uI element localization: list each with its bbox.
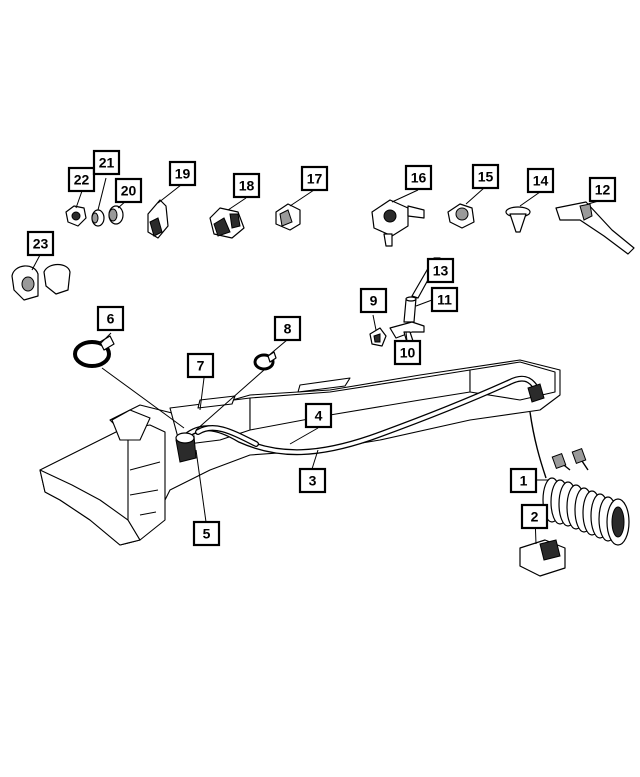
clamp-15 bbox=[447, 203, 475, 229]
valve-16 bbox=[371, 199, 425, 247]
callout-10-text: 10 bbox=[400, 345, 416, 361]
callout-4-text: 4 bbox=[315, 408, 323, 424]
callout-17: 17 bbox=[300, 165, 329, 192]
callout-15: 15 bbox=[471, 163, 500, 190]
callout-18-text: 18 bbox=[239, 178, 255, 194]
vehicle-frame bbox=[39, 359, 561, 546]
clip-18 bbox=[209, 207, 245, 239]
sleeve-11 bbox=[403, 296, 417, 323]
callout-21-text: 21 bbox=[99, 155, 115, 171]
callout-11: 11 bbox=[430, 286, 459, 313]
callout-16: 16 bbox=[404, 164, 433, 191]
callout-23-text: 23 bbox=[33, 236, 49, 252]
callout-15-text: 15 bbox=[478, 169, 494, 185]
callout-13-text: 13 bbox=[433, 263, 449, 279]
callout-7: 7 bbox=[186, 352, 215, 379]
callout-20-text: 20 bbox=[121, 183, 137, 199]
callout-20: 20 bbox=[114, 177, 143, 204]
callout-12: 12 bbox=[588, 176, 617, 203]
callout-3-text: 3 bbox=[309, 473, 317, 489]
nut-22 bbox=[65, 205, 87, 227]
callout-8-text: 8 bbox=[284, 321, 292, 337]
callout-18: 18 bbox=[232, 172, 261, 199]
leader-lines bbox=[31, 177, 603, 545]
clip-23 bbox=[11, 263, 71, 301]
callout-8: 8 bbox=[273, 315, 302, 342]
clip-17 bbox=[275, 203, 301, 231]
coil-spring bbox=[542, 477, 630, 546]
callout-1: 1 bbox=[509, 467, 538, 494]
callout-9-text: 9 bbox=[370, 293, 378, 309]
callout-6: 6 bbox=[96, 305, 125, 332]
grommet-21 bbox=[91, 209, 105, 227]
hose-clamp-8 bbox=[253, 351, 277, 371]
callout-16-text: 16 bbox=[411, 170, 427, 186]
callout-21: 21 bbox=[92, 149, 121, 176]
callout-7-text: 7 bbox=[197, 358, 205, 374]
callout-3: 3 bbox=[298, 467, 327, 494]
callout-1-text: 1 bbox=[520, 473, 528, 489]
hose-clamp-6 bbox=[73, 335, 115, 368]
callout-10: 10 bbox=[393, 339, 422, 366]
callout-14: 14 bbox=[526, 167, 555, 194]
callout-11-text: 11 bbox=[437, 292, 452, 308]
tube-end-fitting bbox=[527, 383, 545, 403]
callout-6-text: 6 bbox=[107, 311, 115, 327]
callout-14-text: 14 bbox=[533, 173, 549, 189]
callout-9: 9 bbox=[359, 287, 388, 314]
tube-connector-5 bbox=[175, 432, 197, 463]
push-pin-14 bbox=[505, 206, 531, 233]
callout-23: 23 bbox=[26, 230, 55, 257]
callout-2: 2 bbox=[520, 503, 549, 530]
callout-19: 19 bbox=[168, 160, 197, 187]
callout-2-text: 2 bbox=[531, 509, 539, 525]
callout-22-text: 22 bbox=[74, 172, 90, 188]
strap-12 bbox=[555, 201, 635, 255]
clip-19 bbox=[147, 199, 169, 239]
callout-5: 5 bbox=[192, 520, 221, 547]
callout-17-text: 17 bbox=[307, 171, 323, 187]
callout-12-text: 12 bbox=[595, 182, 611, 198]
vapor-tube-assembly bbox=[183, 375, 539, 456]
callout-13: 13 bbox=[426, 257, 455, 284]
callout-22: 22 bbox=[67, 166, 96, 193]
clip-2 bbox=[519, 539, 566, 577]
plug-20 bbox=[108, 205, 124, 225]
heater-coil-assembly bbox=[529, 411, 630, 546]
clip-9 bbox=[369, 327, 387, 347]
callout-4: 4 bbox=[304, 402, 333, 429]
callout-19-text: 19 bbox=[175, 166, 191, 182]
callout-5-text: 5 bbox=[203, 526, 211, 542]
